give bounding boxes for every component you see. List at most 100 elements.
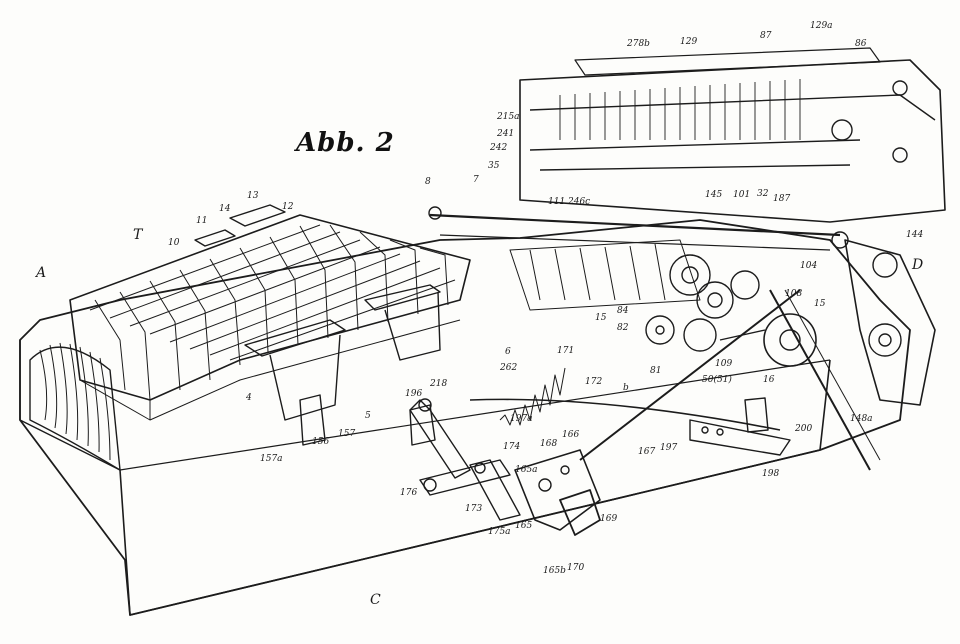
spring-171 <box>499 367 566 426</box>
bar-200 <box>689 419 791 456</box>
label-148a: 148a <box>850 414 873 424</box>
label-278b: 278b <box>627 39 650 49</box>
label-32: 32 <box>757 189 769 199</box>
label-173: 173 <box>465 504 483 514</box>
label-176: 176 <box>400 488 418 498</box>
label-6: 6 <box>505 347 511 357</box>
label-c: C <box>370 592 381 608</box>
label-109: 109 <box>715 359 733 369</box>
label-86: 86 <box>855 39 867 49</box>
label-a: A <box>36 265 47 281</box>
rod-148a <box>769 289 871 471</box>
label-129: 129 <box>680 37 698 47</box>
hook-169 <box>559 489 601 536</box>
label-165a: 165a <box>515 465 538 475</box>
label-171: 171 <box>557 346 575 356</box>
lever-175a <box>469 459 521 521</box>
label-15-wheel: 15 <box>814 299 826 309</box>
label-14: 14 <box>219 204 231 214</box>
key-top-12 <box>229 204 286 227</box>
label-218: 218 <box>430 379 448 389</box>
shaft-8 <box>429 213 841 237</box>
label-10: 10 <box>168 238 180 248</box>
label-165b: 165b <box>543 566 566 576</box>
label-104: 104 <box>800 261 818 271</box>
label-50-51: 50(51) <box>702 375 732 385</box>
lever-plate-support <box>269 334 341 421</box>
arm-165 <box>514 449 601 531</box>
lever-197 <box>469 398 781 431</box>
label-167: 167 <box>638 447 656 457</box>
lever-167 <box>579 289 801 461</box>
label-82: 82 <box>617 323 629 333</box>
label-11: 11 <box>196 216 208 226</box>
label-111: 111 <box>548 197 566 207</box>
label-175a: 175a <box>488 527 511 537</box>
label-246c: 246c <box>568 197 591 207</box>
left-end-panel <box>19 340 121 471</box>
label-200: 200 <box>795 424 813 434</box>
label-t: T <box>133 227 143 243</box>
segment-plates <box>509 239 701 311</box>
label-215a: 215a <box>497 112 520 122</box>
label-144: 144 <box>906 230 924 240</box>
label-84: 84 <box>617 306 629 316</box>
label-166: 166 <box>562 430 580 440</box>
label-169: 169 <box>600 514 618 524</box>
label-174: 174 <box>503 442 521 452</box>
label-157a: 157a <box>260 454 283 464</box>
lever-plate-2 <box>364 284 441 311</box>
base-frame <box>19 219 911 616</box>
front-edge <box>119 359 831 471</box>
bracket-left <box>409 404 436 446</box>
label-87: 87 <box>760 31 772 41</box>
label-165: 165 <box>515 521 533 531</box>
crank-d <box>844 239 936 406</box>
bracket-156 <box>299 394 326 446</box>
label-187: 187 <box>773 194 791 204</box>
label-129a: 129a <box>810 21 833 31</box>
shaft-end-left <box>428 206 442 220</box>
label-197a: 197a <box>510 414 533 424</box>
label-156: 156 <box>312 437 330 447</box>
label-81: 81 <box>650 366 662 376</box>
block-200 <box>744 397 769 433</box>
rod-148a-2 <box>784 289 881 461</box>
label-7: 7 <box>473 175 479 185</box>
label-35: 35 <box>488 161 500 171</box>
label-198: 198 <box>762 469 780 479</box>
label-12: 12 <box>282 202 294 212</box>
label-196: 196 <box>405 389 423 399</box>
front-side-panel <box>119 359 831 616</box>
label-5: 5 <box>365 411 371 421</box>
label-15-lever: 15 <box>595 313 607 323</box>
gear-train <box>645 254 760 352</box>
label-13: 13 <box>247 191 259 201</box>
label-262: 262 <box>500 363 518 373</box>
printing-unit <box>519 47 946 223</box>
label-b: b <box>623 383 629 393</box>
label-197: 197 <box>660 443 678 453</box>
lever-plate-support-2 <box>384 291 441 361</box>
lever-plate-156 <box>244 319 346 357</box>
label-242: 242 <box>490 143 508 153</box>
label-170: 170 <box>567 563 585 573</box>
keyboard-block <box>69 214 471 421</box>
label-4: 4 <box>246 393 252 403</box>
label-168: 168 <box>540 439 558 449</box>
label-157: 157 <box>338 429 356 439</box>
label-108: 108 <box>785 289 803 299</box>
label-16: 16 <box>763 375 775 385</box>
label-172: 172 <box>585 377 603 387</box>
label-101: 101 <box>733 190 751 200</box>
lever-174 <box>409 399 471 479</box>
label-8: 8 <box>425 177 431 187</box>
figure-title: Abb. 2 <box>296 128 395 158</box>
label-241: 241 <box>497 129 515 139</box>
roller-a <box>29 342 121 471</box>
key-top-11 <box>194 229 236 247</box>
label-d: D <box>912 257 924 273</box>
label-145: 145 <box>705 190 723 200</box>
